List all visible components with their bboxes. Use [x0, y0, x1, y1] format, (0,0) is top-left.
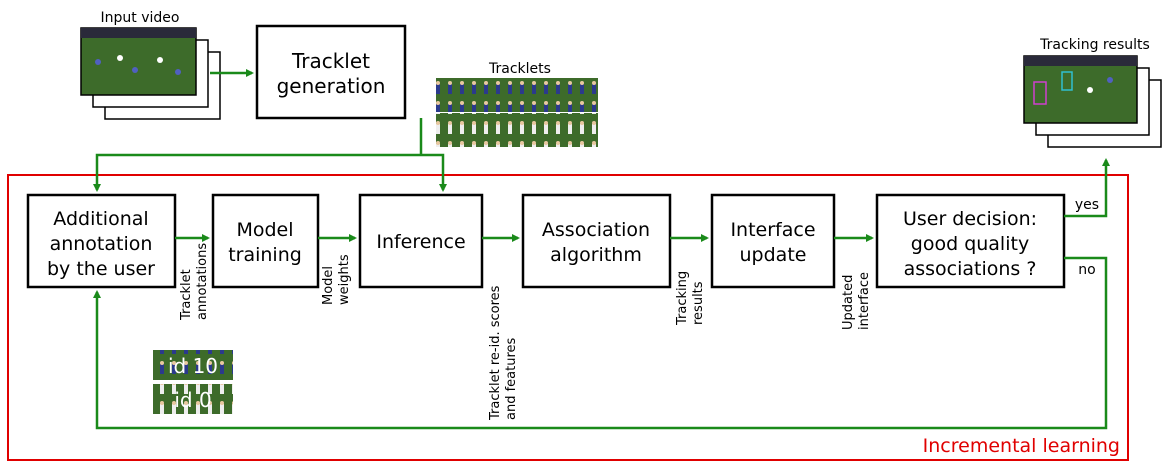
tracklet-generation-line2: generation: [277, 74, 386, 98]
interface-update-line2: update: [740, 244, 807, 266]
interface-update-box: [710, 193, 836, 289]
user-decision-box: [875, 193, 1066, 289]
edge-label-results: results: [691, 281, 706, 325]
interface-update-line1: Interface: [730, 219, 815, 241]
inference-label: Inference: [376, 231, 465, 253]
edge-label-tracking: Tracking: [675, 271, 690, 326]
tracklets-thumbnail: [436, 78, 598, 147]
model-training-line1: Model: [236, 219, 293, 241]
annotation-example-1-text: id 10: [168, 354, 218, 378]
tracking-results-label: Tracking results: [1039, 37, 1150, 53]
arrow-no-feedback: [93, 256, 1108, 430]
annotation-example-1: id 10: [153, 350, 233, 380]
additional-annotation-line2: annotation: [50, 233, 153, 255]
association-algorithm-line1: Association: [542, 219, 650, 241]
edge-label-reid-scores: Tracklet re-id. scores: [488, 285, 503, 421]
edge-label-tracklet: Tracklet: [179, 269, 194, 321]
yes-label: yes: [1075, 197, 1099, 213]
additional-annotation-line1: Additional: [53, 208, 148, 230]
arrow-yes-to-results: [1064, 158, 1110, 218]
edge-label-model: Model: [321, 266, 336, 305]
annotation-example-2: id 0: [153, 384, 233, 414]
incremental-learning-region: [7, 174, 1129, 461]
input-video-thumbnail: [80, 27, 221, 120]
model-training-line2: training: [228, 244, 302, 266]
user-decision-line3: associations ?: [904, 258, 1037, 280]
edge-label-updated: Updated: [841, 275, 856, 330]
user-decision-line2: good quality: [911, 233, 1029, 255]
arrow-to-inference: [421, 153, 447, 192]
tracklets-label: Tracklets: [488, 61, 551, 77]
model-training-box: [211, 193, 320, 289]
tracking-results-thumbnail: [1023, 55, 1162, 148]
edge-label-interface: interface: [857, 272, 872, 330]
edge-label-annotations: annotations: [195, 243, 210, 320]
tracklet-generation-line1: Tracklet: [291, 49, 370, 73]
association-algorithm-box: [521, 193, 672, 289]
edge-label-features: and features: [504, 337, 519, 420]
inference-box: [358, 193, 484, 289]
tracklet-generation-box: [255, 24, 407, 120]
additional-annotation-box: [26, 193, 177, 289]
arrow-to-annotation: [93, 153, 421, 192]
no-label: no: [1078, 262, 1095, 278]
user-decision-line1: User decision:: [903, 208, 1037, 230]
input-video-label: Input video: [101, 10, 180, 26]
association-algorithm-line2: algorithm: [550, 244, 642, 266]
additional-annotation-line3: by the user: [47, 258, 155, 280]
incremental-learning-label: Incremental learning: [923, 435, 1120, 457]
annotation-example-2-text: id 0: [174, 388, 211, 412]
edge-label-weights: weights: [337, 254, 352, 305]
